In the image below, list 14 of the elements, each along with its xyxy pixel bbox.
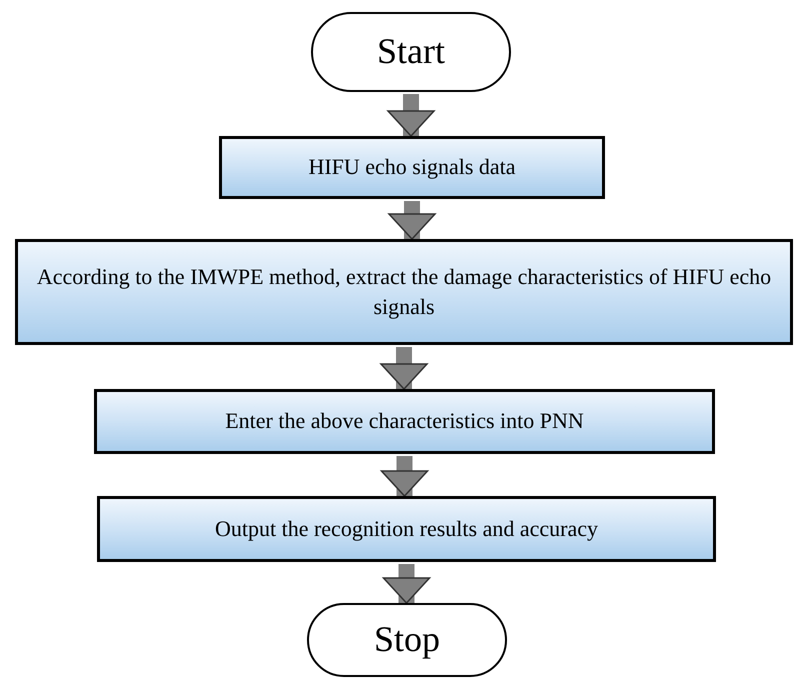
block-arrow [380,347,428,390]
process-box [97,496,716,562]
process-box [219,136,605,199]
node-text: Enter the above characteristics into PNN [225,407,584,436]
node-text: Start [377,30,445,74]
process-box [15,239,793,345]
block-arrow [382,564,430,604]
process-box [94,389,715,454]
node-text: HIFU echo signals data [308,153,516,182]
block-arrow [388,201,436,240]
block-arrow [387,94,435,137]
node-text: Stop [374,618,440,662]
node-text: According to the IMWPE method, extract the damage characteristics of HIFU echo signals [36,262,772,321]
node-text: Output the recognition results and accuracy [214,514,598,543]
